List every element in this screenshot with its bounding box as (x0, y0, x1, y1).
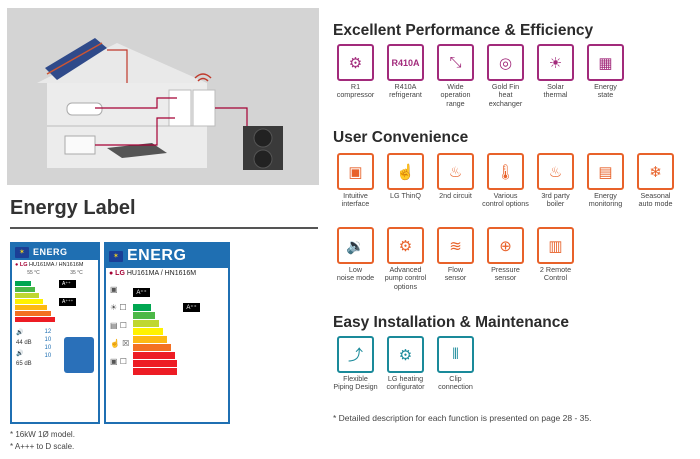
feature-energy-state: ▦Energy state (581, 44, 630, 108)
class-scale: ▣ ☀ ☐ ▤ ☐ ☝ ☒ ▣ ☐ A⁺⁺ A⁺⁺ (106, 279, 228, 378)
class-top-badge: A⁺⁺ (133, 288, 150, 297)
feature-clip-connection: ⫴Clip connection (431, 336, 480, 392)
feature-pump-control: ⚙Advanced pump control options (381, 227, 430, 291)
feature-boiler: ♨3rd party boiler (531, 153, 580, 209)
feature-heat-exchanger: ◎Gold Fin heat exchanger (481, 44, 530, 108)
remote-control-icon: ▥ (537, 227, 574, 264)
class-low-badge: A⁺⁺ (59, 280, 77, 288)
boiler-icon: ♨ (537, 153, 574, 190)
feature-compressor: ⚙R1 compressor (331, 44, 380, 108)
feature-low-noise: 🔉Low noise mode (331, 227, 380, 291)
heat-exchanger-icon: ◎ (487, 44, 524, 81)
energ-text: ENERG (127, 247, 187, 264)
eu-flag-icon (15, 246, 29, 258)
footnote-scale: * A+++ to D scale. (10, 442, 75, 451)
feature-monitoring: ▤Energy monitoring (581, 153, 630, 209)
feature-solar-thermal: ☀Solar thermal (531, 44, 580, 108)
unit-icon: ▣ ☐ (110, 357, 127, 366)
feature-control-options: 🌡Various control options (481, 153, 530, 209)
class-scale: A⁺⁺ A⁺⁺⁺ (12, 276, 98, 323)
tank-icon: ▤ ☐ (110, 321, 127, 330)
energy-state-icon: ▦ (587, 44, 624, 81)
feature-configurator: ⚙LG heating configurator (381, 336, 430, 392)
refrigerant-icon: R410A (387, 44, 424, 81)
installation-title: Easy Installation & Maintenance (333, 314, 570, 331)
feature-operation-range: ⤡Wide operation range (431, 44, 480, 108)
label-header: ENERG (106, 244, 228, 268)
feature-flow-sensor: ≋Flow sensor (431, 227, 480, 291)
heading-rule (10, 227, 318, 229)
monitoring-icon: ▤ (587, 153, 624, 190)
configurator-icon: ⚙ (387, 336, 424, 373)
control-icon: ☝ ☒ (110, 339, 130, 348)
seasonal-icon: ❄ (637, 153, 674, 190)
footnote-model: * 16kW 1Ø model. (10, 430, 75, 439)
pump-control-icon: ⚙ (387, 227, 424, 264)
convenience-title: User Convenience (333, 129, 469, 146)
thinq-icon: ☝ (387, 153, 424, 190)
second-circuit-icon: ♨ (437, 153, 474, 190)
flexible-piping-icon: ⤴ (337, 336, 374, 373)
interface-icon: ▣ (337, 153, 374, 190)
pressure-sensor-icon: ⊕ (487, 227, 524, 264)
class-high-badge: A⁺⁺⁺ (59, 298, 77, 306)
unit-icon: ▣ (110, 285, 118, 294)
model-line: ● LG HU161MA / HN1616M (109, 270, 197, 277)
feature-second-circuit: ♨2nd circuit (431, 153, 480, 209)
label-header: ENERG (12, 244, 98, 260)
feature-seasonal: ❄Seasonal auto mode (631, 153, 680, 209)
noise-row: 🔊 44 dB 🔊 65 dB 12 10 10 10 (12, 323, 98, 373)
eu-flag-icon (109, 250, 123, 262)
house-system-diagram (7, 8, 319, 185)
clip-connection-icon: ⫴ (437, 336, 474, 373)
feature-interface: ▣Intuitive interface (331, 153, 380, 209)
solar-thermal-icon: ☀ (537, 44, 574, 81)
speaker-icon: 🔊 (16, 351, 24, 357)
europe-map-icon (64, 337, 94, 373)
feature-flexible-piping: ⤴Flexible Piping Design (331, 336, 380, 392)
energy-label-large: ENERG ● LG HU161MA / HN1616M ▣ ☀ ☐ ▤ ☐ ☝… (104, 242, 230, 424)
performance-title: Excellent Performance & Efficiency (333, 22, 594, 39)
model-line: ● LG HU161MA / HN1616M (15, 262, 84, 268)
feature-remote-control: ▥2 Remote Control (531, 227, 580, 291)
control-options-icon: 🌡 (487, 153, 524, 190)
flow-sensor-icon: ≋ (437, 227, 474, 264)
low-noise-icon: 🔉 (337, 227, 374, 264)
class-side-badge: A⁺⁺ (183, 303, 200, 312)
operation-range-icon: ⤡ (437, 44, 474, 81)
energ-text: ENERG (33, 247, 68, 257)
feature-thinq: ☝LG ThinQ (381, 153, 430, 209)
convenience-row-2: 🔉Low noise mode ⚙Advanced pump control o… (331, 227, 581, 291)
energy-label-heading: Energy Label (10, 197, 136, 219)
energy-label-small: ENERG ● LG HU161MA / HN1616M 55 °C35 °C … (10, 242, 100, 424)
feature-pressure-sensor: ⊕Pressure sensor (481, 227, 530, 291)
convenience-row-1: ▣Intuitive interface ☝LG ThinQ ♨2nd circ… (331, 153, 681, 209)
compressor-icon: ⚙ (337, 44, 374, 81)
detail-note: * Detailed description for each function… (333, 413, 592, 423)
solar-icon: ☀ ☐ (110, 303, 127, 312)
speaker-icon: 🔊 (16, 330, 24, 336)
installation-row: ⤴Flexible Piping Design ⚙LG heating conf… (331, 336, 481, 392)
